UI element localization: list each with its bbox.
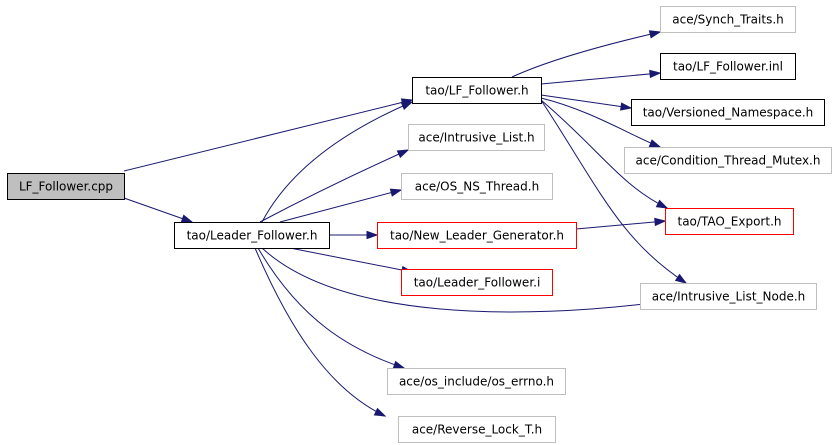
node-ace-condition-thread-mutex-h[interactable]: ace/Condition_Thread_Mutex.h — [624, 147, 832, 174]
edge-tao_lf_follower_h-to-ace_intrusive_list_node_h — [540, 99, 688, 284]
node-tao-lf-follower-h[interactable]: tao/LF_Follower.h — [412, 77, 542, 104]
node-label: LF_Follower.cpp — [19, 180, 113, 194]
node-box — [660, 6, 796, 33]
node-box — [401, 269, 553, 296]
node-box — [640, 283, 817, 310]
edge-line — [254, 247, 386, 417]
edge-tao_lf_follower_h-to-ace_condition_thread_mutex_h — [540, 97, 662, 148]
edge-tao_new_leader_generator_h-to-tao_tao_export_h — [575, 217, 667, 230]
node-tao-versioned-namespace-h[interactable]: tao/Versioned_Namespace.h — [631, 99, 825, 126]
edge-line — [123, 99, 413, 172]
edge-line — [511, 31, 661, 78]
edge-line — [540, 99, 668, 209]
node-box — [387, 368, 566, 395]
node-box — [408, 124, 545, 151]
node-label: ace/Reverse_Lock_T.h — [412, 423, 542, 437]
edge-tao_lf_follower_h-to-tao_versioned_namespace_h — [540, 94, 633, 111]
edge-arrowhead — [648, 30, 662, 39]
node-label: tao/Versioned_Namespace.h — [643, 106, 814, 120]
node-tao-leader-follower-h[interactable]: tao/Leader_Follower.h — [174, 222, 330, 249]
edge-arrowhead — [366, 230, 379, 240]
edge-lf_follower_cpp-to-tao_lf_follower_h — [123, 98, 414, 172]
node-box — [660, 53, 796, 80]
node-lf-follower-cpp[interactable]: LF_Follower.cpp — [7, 173, 125, 200]
edge-arrowhead — [648, 139, 662, 148]
node-label: ace/Intrusive_List.h — [418, 131, 534, 145]
node-box — [174, 222, 330, 249]
edge-tao_leader_follower_h-to-ace_intrusive_list_h — [259, 149, 410, 223]
edge-line — [289, 247, 413, 273]
edge-arrowhead — [620, 102, 633, 111]
node-label: tao/Leader_Follower.h — [187, 229, 318, 243]
node-ace-intrusive-list-h[interactable]: ace/Intrusive_List.h — [408, 124, 545, 151]
node-box — [624, 147, 832, 174]
edge-lf_follower_cpp-to-tao_leader_follower_h — [123, 197, 194, 223]
node-label: ace/Intrusive_List_Node.h — [652, 290, 806, 304]
node-ace-os-ns-thread-h[interactable]: ace/OS_NS_Thread.h — [401, 173, 553, 200]
node-box — [412, 77, 542, 104]
node-ace-intrusive-list-node-h[interactable]: ace/Intrusive_List_Node.h — [640, 283, 817, 310]
edge-tao_leader_follower_h-to-ace_os_ns_thread_h — [279, 188, 403, 223]
edge-line — [540, 97, 661, 148]
node-box — [398, 416, 556, 443]
nodes-layer: LF_Follower.cpp tao/LF_Follower.h tao/Lead… — [7, 6, 832, 443]
node-tao-lf-follower-inl[interactable]: tao/LF_Follower.inl — [660, 53, 796, 80]
node-tao-leader-follower-i[interactable]: tao/Leader_Follower.i — [401, 269, 553, 296]
edge-line — [540, 99, 687, 284]
node-ace-synch-traits-h[interactable]: ace/Synch_Traits.h — [660, 6, 796, 33]
edge-arrowhead — [392, 360, 406, 369]
node-tao-new-leader-generator-h[interactable]: tao/New_Leader_Generator.h — [377, 222, 577, 249]
edge-arrowhead — [180, 214, 194, 223]
edge-arrowhead — [655, 199, 669, 209]
edge-arrowhead — [649, 69, 662, 79]
node-box — [377, 222, 577, 249]
node-tao-tao-export-h[interactable]: tao/TAO_Export.h — [665, 208, 794, 235]
edge-line — [261, 101, 413, 223]
node-label: tao/LF_Follower.h — [425, 84, 528, 98]
node-label: ace/Condition_Thread_Mutex.h — [636, 154, 821, 168]
edge-tao_leader_follower_h-to-tao_lf_follower_h — [261, 101, 414, 223]
edge-line — [257, 247, 405, 369]
edge-arrowhead — [654, 217, 667, 227]
node-label: ace/os_include/os_errno.h — [399, 375, 554, 389]
edge-line — [540, 72, 661, 85]
edge-tao_leader_follower_h-to-tao_new_leader_generator_h — [329, 230, 379, 240]
edge-line — [279, 189, 402, 223]
edge-arrowhead — [373, 407, 387, 417]
node-box — [7, 173, 125, 200]
node-label: ace/Synch_Traits.h — [672, 13, 783, 27]
edge-line — [123, 197, 193, 223]
edge-line — [540, 94, 632, 109]
node-ace-os-include-os-errno-h[interactable]: ace/os_include/os_errno.h — [387, 368, 566, 395]
edge-arrowhead — [396, 149, 410, 159]
node-box — [401, 173, 553, 200]
edge-line — [261, 247, 661, 313]
node-label: tao/Leader_Follower.i — [414, 276, 541, 290]
edge-tao_lf_follower_h-to-tao_tao_export_h — [540, 99, 669, 209]
node-box — [665, 208, 794, 235]
node-label: tao/LF_Follower.inl — [673, 60, 783, 74]
edge-tao_lf_follower_h-to-ace_synch_traits_h — [511, 30, 662, 78]
node-label: tao/New_Leader_Generator.h — [390, 229, 564, 243]
edge-tao_leader_follower_h-to-tao_leader_follower_i — [289, 247, 414, 275]
edge-line — [259, 149, 409, 223]
edge-arrowhead — [389, 188, 403, 197]
edge-arrowhead — [674, 273, 688, 284]
node-box — [631, 99, 825, 126]
node-ace-reverse-lock-t-h[interactable]: ace/Reverse_Lock_T.h — [398, 416, 556, 443]
node-label: ace/OS_NS_Thread.h — [415, 180, 539, 194]
edge-tao_lf_follower_h-to-tao_lf_follower_inl — [540, 69, 662, 85]
edge-tao_leader_follower_h-to-ace_reverse_lock_t_h — [254, 247, 387, 417]
edge-arrowhead — [400, 101, 414, 111]
node-label: tao/TAO_Export.h — [678, 215, 782, 229]
edge-line — [575, 220, 666, 230]
